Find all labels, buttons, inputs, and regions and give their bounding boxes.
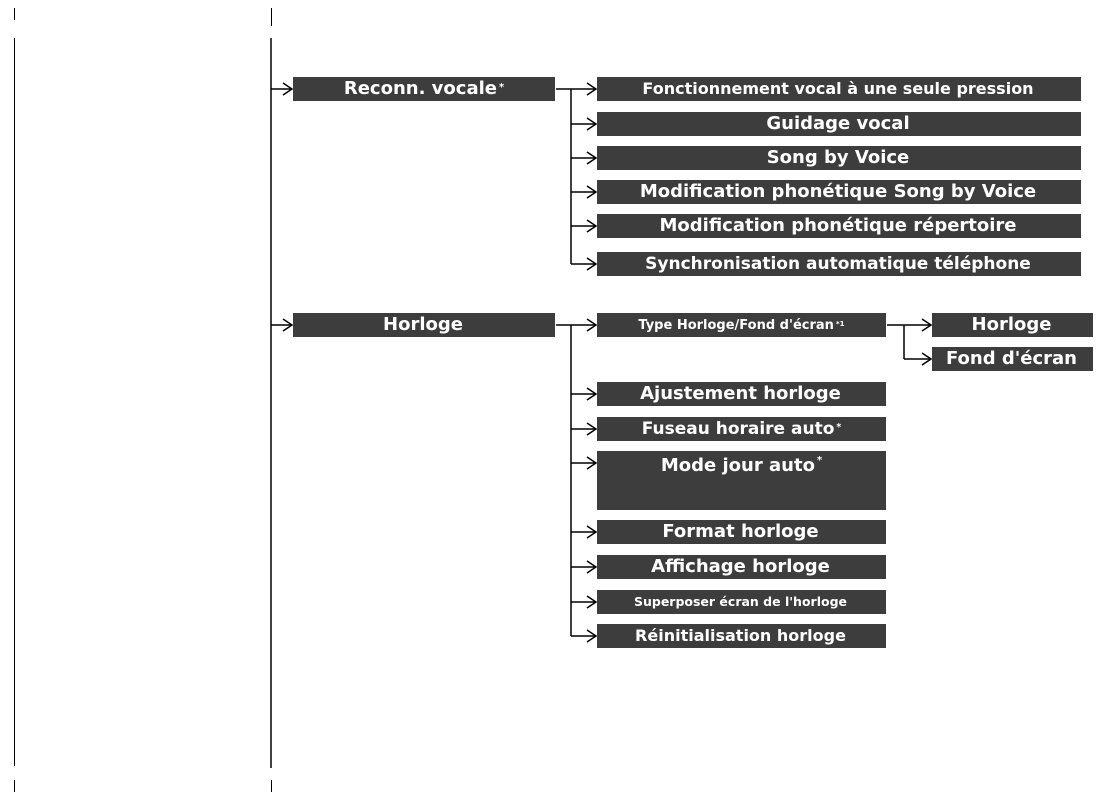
arrow-clock-child-4-head (586, 525, 598, 539)
arrow-clock-child-7-head (586, 629, 598, 643)
arrow-clock-child-1-head (586, 387, 598, 401)
node-guidage-vocal: Guidage vocal (597, 112, 1081, 136)
margin-mark-left-bottom (14, 780, 15, 792)
arrow-fond-ecran-head (921, 352, 933, 366)
arrow-to-horloge-head (282, 318, 294, 332)
node-fonctionnement-vocal: Fonctionnement vocal à une seule pressio… (597, 77, 1081, 101)
arrow-clock-child-6-head (586, 595, 598, 609)
node-reconn-vocale: Reconn. vocale* (293, 77, 555, 101)
arrow-clock-child-3-head (586, 456, 598, 470)
arrow-voice-child-3-head (586, 185, 598, 199)
node-type-horloge: Horloge (932, 313, 1093, 337)
margin-mark-left-line (14, 38, 15, 766)
arrow-voice-child-4-head (586, 219, 598, 233)
node-ajustement-horloge: Ajustement horloge (597, 382, 886, 406)
arrow-to-reconn-vocale-head (282, 82, 294, 96)
node-modif-phonetique-song: Modification phonétique Song by Voice (597, 180, 1081, 204)
arrow-voice-child-2-head (586, 151, 598, 165)
node-synchro-telephone: Synchronisation automatique téléphone (597, 252, 1081, 276)
node-type-horloge-fond: Type Horloge/Fond d'écran*1 (597, 313, 886, 337)
arrow-type-horloge-head (921, 318, 933, 332)
arrow-voice-child-5-head (586, 257, 598, 271)
node-format-horloge: Format horloge (597, 520, 886, 544)
node-affichage-horloge: Affichage horloge (597, 555, 886, 579)
node-superposer-ecran: Superposer écran de l'horloge (597, 590, 886, 614)
margin-mark-left-top (14, 8, 15, 20)
margin-mark-center-bottom (271, 780, 272, 792)
margin-mark-center-top (271, 8, 272, 26)
node-horloge: Horloge (293, 313, 555, 337)
arrow-voice-child-1-head (586, 117, 598, 131)
node-song-by-voice: Song by Voice (597, 146, 1081, 170)
node-fond-ecran: Fond d'écran (932, 347, 1093, 371)
arrow-clock-child-0-head (586, 318, 598, 332)
node-mode-jour-auto: Mode jour auto* (597, 451, 886, 510)
node-modif-phonetique-repertoire: Modification phonétique répertoire (597, 214, 1081, 238)
node-fuseau-horaire: Fuseau horaire auto* (597, 417, 886, 441)
arrow-clock-child-5-head (586, 560, 598, 574)
arrow-clock-child-2-head (586, 422, 598, 436)
arrow-voice-child-0-head (586, 82, 598, 96)
node-reinitialisation-horloge: Réinitialisation horloge (597, 624, 886, 648)
